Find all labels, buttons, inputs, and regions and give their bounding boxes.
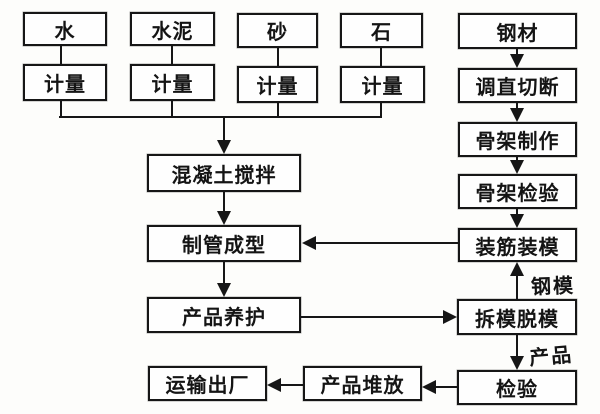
node-pipe-forming: 制管成型 [147, 225, 301, 262]
arrowhead-inspection-stacking [422, 380, 436, 394]
arrowhead-steel-cut [510, 54, 524, 68]
arrowhead-demold-install [510, 262, 524, 276]
arrow-inspection-stacking-line [436, 386, 457, 388]
connector-measure3-bus [277, 103, 279, 118]
arrow-stacking-transport-line [281, 384, 303, 386]
arrow-curing-demold-line [301, 316, 443, 318]
node-inspection: 检验 [457, 370, 577, 405]
node-demolding: 拆模脱模 [457, 299, 577, 335]
arrow-inspect-install-line [516, 209, 518, 216]
arrowhead-install-forming [302, 236, 316, 250]
connector-sand-measure [277, 48, 279, 66]
node-stone: 石 [340, 13, 423, 48]
node-transport-out: 运输出厂 [148, 366, 267, 401]
edge-label-steel-mold: 钢模 [530, 275, 576, 299]
node-measure-water: 计量 [23, 64, 107, 101]
arrow-install-forming-line [316, 242, 458, 244]
connector-cement-measure [171, 46, 173, 64]
node-sand: 砂 [237, 13, 318, 48]
arrow-bus-mixing-line [223, 116, 225, 141]
arrowhead-cut-make [510, 108, 524, 122]
node-concrete-mixing: 混凝土搅拌 [147, 154, 301, 192]
node-skeleton-inspect: 骨架检验 [458, 174, 577, 209]
node-install-rebar-mold: 装筋装模 [458, 228, 577, 262]
node-steel: 钢材 [458, 13, 577, 49]
connector-measure1-bus [60, 101, 62, 118]
arrowhead-stacking-transport [267, 378, 281, 392]
arrow-forming-curing-line [223, 262, 225, 284]
edge-label-product: 产品 [528, 344, 575, 370]
arrow-mixing-forming-line [223, 192, 225, 212]
arrow-demold-inspection-line [516, 335, 518, 357]
connector-stone-measure [380, 48, 382, 66]
node-skeleton-make: 骨架制作 [458, 122, 577, 157]
collector-bus-line [59, 116, 382, 118]
node-straighten-cut: 调直切断 [458, 68, 577, 103]
arrow-make-inspect-line [516, 157, 518, 162]
node-product-stacking: 产品堆放 [303, 366, 422, 401]
arrow-cut-make-line [516, 103, 518, 110]
node-water: 水 [23, 12, 107, 46]
arrowhead-mixing-forming [217, 211, 231, 225]
arrowhead-make-inspect [510, 160, 524, 174]
arrowhead-bus-mixing [217, 140, 231, 154]
node-measure-cement: 计量 [130, 64, 215, 101]
arrowhead-curing-demold [443, 310, 457, 324]
arrowhead-demold-inspection [510, 356, 524, 370]
arrow-demold-install-line [516, 276, 518, 299]
connector-measure2-bus [171, 101, 173, 118]
node-measure-sand: 计量 [237, 66, 318, 103]
arrowhead-forming-curing [217, 283, 231, 297]
connector-water-measure [60, 46, 62, 64]
node-cement: 水泥 [130, 12, 215, 46]
arrowhead-inspect-install [510, 214, 524, 228]
arrow-steel-cut-line [516, 49, 518, 56]
node-product-curing: 产品养护 [147, 297, 301, 333]
node-measure-stone: 计量 [340, 66, 425, 103]
connector-measure4-bus [380, 103, 382, 118]
